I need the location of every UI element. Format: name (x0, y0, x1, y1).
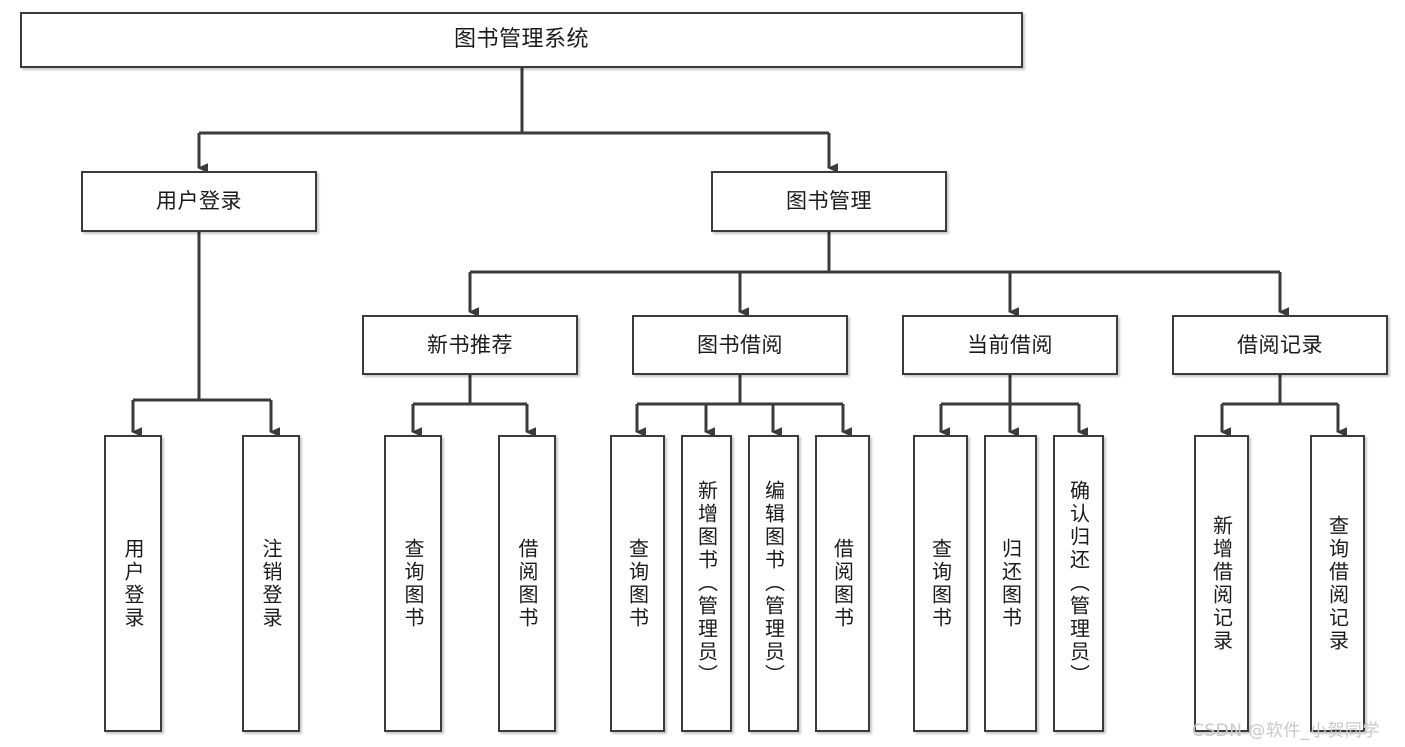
node-label: 用户登录 (156, 189, 242, 214)
leaf-borrow-add-book-admin[interactable]: 新增图书（管理员） (681, 435, 732, 732)
node-label: 编辑图书（管理员） (761, 480, 786, 687)
leaf-record-add-record[interactable]: 新增借阅记录 (1194, 435, 1249, 732)
node-label: 注销登录 (259, 537, 283, 630)
node-book-borrow[interactable]: 图书借阅 (632, 315, 848, 375)
leaf-borrow-borrow-book[interactable]: 借阅图书 (815, 435, 870, 732)
node-current-borrow[interactable]: 当前借阅 (902, 315, 1118, 375)
node-label: 图书管理 (786, 189, 872, 214)
node-user-login[interactable]: 用户登录 (81, 171, 317, 232)
leaf-current-return-book[interactable]: 归还图书 (984, 435, 1037, 732)
node-label: 当前借阅 (967, 332, 1053, 357)
node-new-book-recommend[interactable]: 新书推荐 (362, 315, 578, 375)
node-label: 借阅图书 (515, 537, 539, 630)
node-label: 图书借阅 (697, 332, 783, 357)
leaf-recommend-query-book[interactable]: 查询图书 (384, 435, 442, 732)
leaf-borrow-edit-book-admin[interactable]: 编辑图书（管理员） (748, 435, 799, 732)
leaf-recommend-borrow-book[interactable]: 借阅图书 (498, 435, 556, 732)
node-label: 查询图书 (625, 537, 650, 630)
node-label: 新书推荐 (427, 332, 513, 357)
leaf-borrow-query-book[interactable]: 查询图书 (610, 435, 665, 732)
leaf-user-login-signin[interactable]: 用户登录 (104, 435, 162, 732)
leaf-current-confirm-return-admin[interactable]: 确认归还（管理员） (1053, 435, 1104, 732)
node-label: 新增图书（管理员） (694, 480, 719, 687)
node-root-system[interactable]: 图书管理系统 (20, 12, 1023, 68)
leaf-current-query-book[interactable]: 查询图书 (913, 435, 968, 732)
leaf-record-query-record[interactable]: 查询借阅记录 (1310, 435, 1365, 732)
node-label: 查询图书 (401, 537, 425, 630)
node-borrow-record[interactable]: 借阅记录 (1172, 315, 1388, 375)
node-label: 图书管理系统 (453, 27, 589, 53)
node-label: 查询借阅记录 (1325, 514, 1350, 653)
node-label: 新增借阅记录 (1209, 514, 1234, 653)
node-label: 用户登录 (121, 537, 145, 630)
watermark-text: CSDN @软件_小贺同学 (1192, 721, 1380, 741)
node-label: 查询图书 (928, 537, 953, 630)
node-book-management[interactable]: 图书管理 (711, 171, 947, 232)
leaf-user-login-signout[interactable]: 注销登录 (242, 435, 300, 732)
node-label: 借阅记录 (1237, 332, 1323, 357)
node-label: 归还图书 (998, 537, 1023, 630)
node-label: 确认归还（管理员） (1066, 480, 1091, 687)
node-label: 借阅图书 (830, 537, 855, 630)
